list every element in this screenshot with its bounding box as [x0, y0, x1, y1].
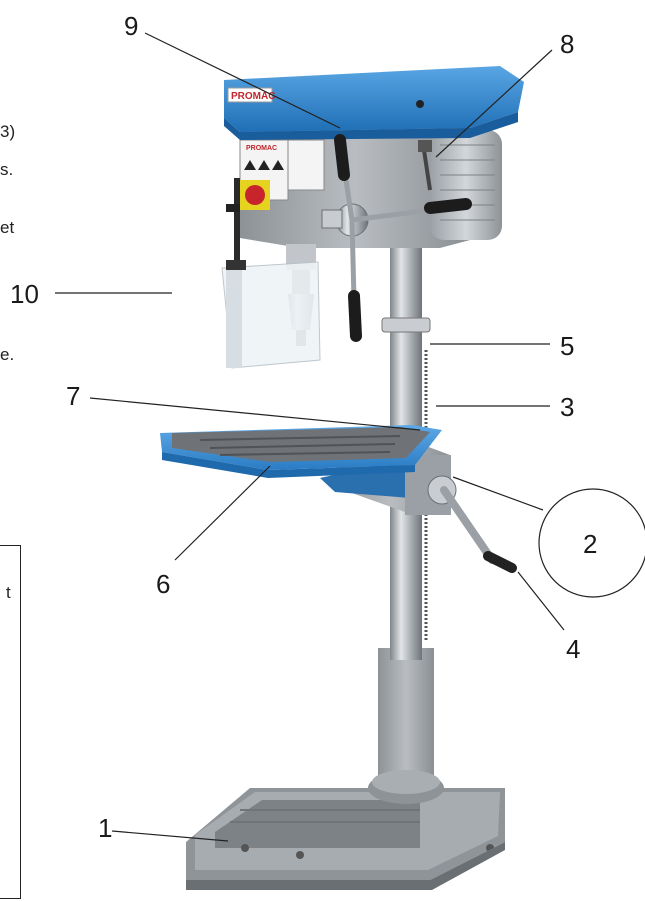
callout-8: 8: [560, 29, 575, 59]
text-fragment-3: et: [0, 218, 15, 237]
head-cover: PROMAC: [224, 66, 524, 140]
callout-4: 4: [566, 634, 581, 664]
motor: [430, 130, 502, 240]
work-table: [160, 425, 442, 478]
text-fragment-2: s.: [0, 160, 14, 179]
text-fragment-5: t: [6, 583, 11, 602]
belt-cover-latch: [418, 140, 432, 191]
callout-10: 10: [10, 279, 39, 309]
column-base-housing: [378, 648, 434, 788]
callout-3: 3: [560, 392, 575, 422]
emergency-stop-button: [240, 180, 270, 210]
leader-lines: [55, 32, 565, 842]
column-collar: [381, 317, 431, 333]
callout-1: 1: [98, 813, 113, 843]
base-plate: [186, 788, 505, 890]
callout-9: 9: [124, 11, 139, 41]
head-logo: PROMAC: [231, 91, 275, 102]
chuck-guard: [221, 260, 321, 369]
callout-7: 7: [66, 381, 81, 411]
table-crank: [440, 486, 517, 573]
depth-stop: [226, 178, 240, 268]
text-fragment-4: e.: [0, 345, 15, 364]
text-fragment-1: 3): [0, 122, 16, 141]
callout-6: 6: [156, 569, 171, 599]
label-logo: PROMAC: [246, 145, 277, 152]
feed-handles: [321, 134, 472, 342]
note-box-edge: [0, 545, 21, 899]
callout-circle-2: [538, 488, 645, 598]
callout-5: 5: [560, 331, 575, 361]
callout-2: 2: [583, 529, 598, 559]
